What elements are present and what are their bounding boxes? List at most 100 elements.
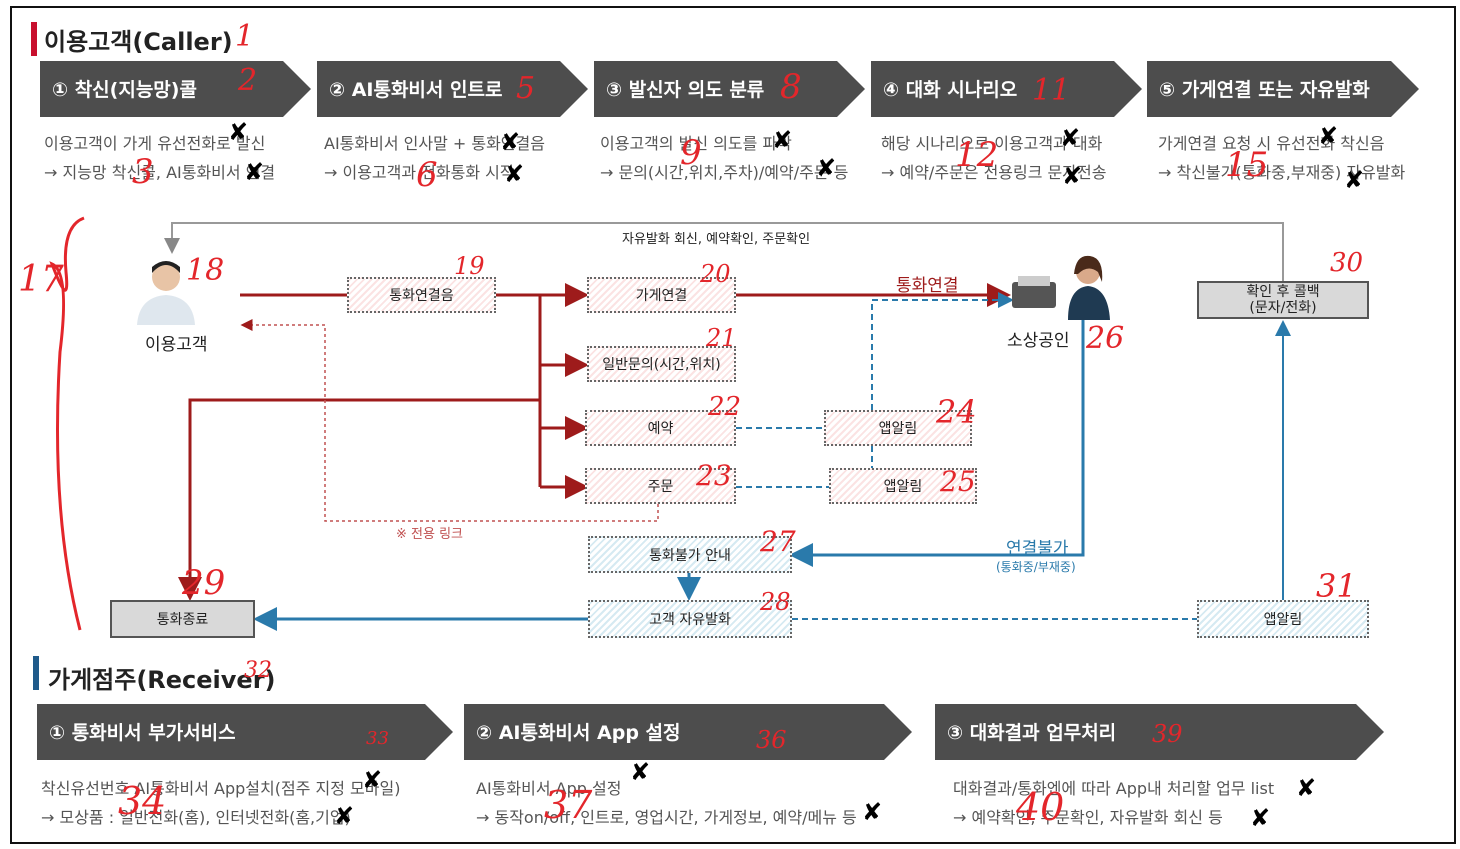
app-alert-2-label: 앱알림 bbox=[883, 479, 923, 495]
receiver-step-2-desc: AI통화비서 App 설정 → 동작on/off, 인트로, 영업시간, 가게정보… bbox=[476, 774, 857, 832]
caller-step-4-desc: 해당 시나리오로 이용고객과 대화→ 예약/주문은 전용링크 문자전송 bbox=[881, 129, 1106, 187]
caller-section-title: 이용고객(Caller) bbox=[44, 28, 233, 56]
receiver-step-3: ③ 대화결과 업무처리 bbox=[935, 704, 1384, 760]
caller-step-2-line2: → 이용고객과 전화통화 시작 bbox=[324, 163, 515, 182]
cross-mark-icon: ✘ bbox=[630, 758, 651, 786]
annotation-32: 32 bbox=[244, 658, 272, 683]
annotation-6: 6 bbox=[416, 155, 438, 195]
caller-step-3-desc: 이용고객의 발신 의도를 파악→ 문의(시간,위치,주차)/예약/주문 등 bbox=[600, 129, 848, 187]
cross-mark-icon: ✘ bbox=[362, 766, 383, 794]
store-connect-label: 가게연결 bbox=[635, 288, 688, 304]
receiver-step-2: ② AI통화비서 App 설정 bbox=[464, 704, 912, 760]
receiver-step-1: ① 통화비서 부가서비스 bbox=[37, 704, 453, 760]
annotation-3: 3 bbox=[132, 152, 154, 192]
cross-mark-icon: ✘ bbox=[244, 158, 265, 186]
cross-mark-icon: ✘ bbox=[816, 154, 837, 182]
caller-step-5-line2: → 착신불가(통화중,부재중) 자유발화 bbox=[1158, 163, 1406, 182]
receiver-step-3-line2: → 예약확인, 주문확인, 자유발화 회신 등 bbox=[953, 808, 1223, 827]
annotation-15: 15 bbox=[1225, 145, 1269, 185]
cross-mark-icon: ✘ bbox=[228, 118, 249, 146]
receiver-step-1-desc: 착신유선번호 AI통화비서 App설치(점주 지정 모바일)→ 모상품 : 일반… bbox=[41, 774, 400, 832]
ringback-box: 통화연결음 bbox=[347, 277, 496, 313]
cross-mark-icon: ✘ bbox=[334, 802, 355, 830]
left-brace-annotation bbox=[40, 212, 92, 636]
general-inquiry-box: 일반문의(시간,위치) bbox=[587, 346, 736, 382]
app-alert-box-3: 앱알림 bbox=[1197, 600, 1369, 638]
cross-mark-icon: ✘ bbox=[504, 160, 525, 188]
annotation-5: 5 bbox=[516, 71, 536, 106]
caller-step-4-line2: → 예약/주문은 전용링크 문자전송 bbox=[881, 163, 1107, 182]
caller-step-1-desc: 이용고객이 가게 유선전화로 발신→ 지능망 착신콜, AI통화비서 연결 bbox=[44, 129, 275, 187]
annotation-11: 11 bbox=[1032, 73, 1071, 108]
receiver-step-3-label: ③ 대화결과 업무처리 bbox=[947, 722, 1117, 744]
cross-mark-icon: ✘ bbox=[1318, 122, 1339, 150]
unavailable-box: 통화불가 안내 bbox=[588, 536, 792, 573]
cross-mark-icon: ✘ bbox=[1250, 804, 1271, 832]
annotation-33: 33 bbox=[366, 728, 389, 749]
app-alert-box-2: 앱알림 bbox=[829, 468, 977, 504]
annotation-22: 22 bbox=[708, 392, 742, 422]
general-inquiry-label: 일반문의(시간,위치) bbox=[602, 357, 721, 373]
app-alert-3-label: 앱알림 bbox=[1263, 612, 1303, 628]
annotation-23: 23 bbox=[696, 459, 732, 492]
end-call-box: 통화종료 bbox=[110, 600, 255, 638]
shop-owner-icon bbox=[1008, 252, 1116, 320]
annotation-40: 40 bbox=[1016, 785, 1065, 829]
cross-mark-icon: ✘ bbox=[862, 798, 883, 826]
caller-step-2-label: ② AI통화비서 인트로 bbox=[329, 79, 503, 101]
annotation-34: 34 bbox=[118, 779, 167, 823]
unavailable-label: 통화불가 안내 bbox=[649, 547, 731, 564]
cross-mark-icon: ✘ bbox=[1296, 774, 1317, 802]
annotation-39: 39 bbox=[1152, 720, 1183, 748]
app-alert-1-label: 앱알림 bbox=[878, 421, 918, 437]
order-label: 주문 bbox=[647, 479, 674, 495]
callback-box: 확인 후 콜백(문자/전화) bbox=[1197, 281, 1369, 319]
annotation-37: 37 bbox=[544, 783, 593, 827]
annotation-19: 19 bbox=[454, 252, 485, 280]
annotation-21: 21 bbox=[706, 324, 737, 352]
caller-node-label: 이용고객 bbox=[145, 335, 208, 355]
free-speech-label: 고객 자유발화 bbox=[649, 612, 731, 628]
annotation-28: 28 bbox=[760, 588, 791, 616]
not-connected-label: 연결불가 bbox=[1006, 539, 1069, 559]
caller-step-4: ④ 대화 시나리오 bbox=[871, 61, 1142, 117]
receiver-step-2-line2: → 동작on/off, 인트로, 영업시간, 가게정보, 예약/메뉴 등 bbox=[476, 808, 857, 827]
annotation-27: 27 bbox=[760, 525, 796, 558]
reservation-label: 예약 bbox=[647, 421, 674, 437]
owner-node-label: 소상공인 bbox=[1007, 331, 1070, 351]
caller-step-5-desc: 가게연결 요청 시 유선전화 착신음 → 착신불가(통화중,부재중) 자유발화 bbox=[1158, 129, 1405, 187]
caller-step-3-line1: 이용고객의 발신 의도를 파악 bbox=[600, 134, 792, 153]
caller-step-2: ② AI통화비서 인트로 bbox=[317, 61, 588, 117]
cross-mark-icon: ✘ bbox=[1344, 166, 1365, 194]
annotation-12: 12 bbox=[955, 135, 999, 175]
caller-step-1-label: ① 착신(지능망)콜 bbox=[52, 79, 197, 101]
annotation-2: 2 bbox=[238, 63, 258, 98]
annotation-20: 20 bbox=[700, 260, 731, 288]
caller-step-5-line1: 가게연결 요청 시 유선전화 착신음 bbox=[1158, 134, 1385, 153]
cross-mark-icon: ✘ bbox=[772, 126, 793, 154]
annotation-29: 29 bbox=[182, 563, 226, 603]
annotation-24: 24 bbox=[936, 393, 977, 431]
call-connect-label: 통화연결 bbox=[896, 276, 959, 296]
receiver-step-1-line1: 착신유선번호 AI통화비서 App설치(점주 지정 모바일) bbox=[41, 779, 401, 798]
receiver-section-bar bbox=[33, 656, 39, 690]
receiver-step-1-label: ① 통화비서 부가서비스 bbox=[49, 722, 236, 744]
annotation-17: 17 bbox=[18, 259, 64, 300]
end-call-label: 통화종료 bbox=[156, 612, 209, 628]
caller-step-1-line2: → 지능망 착신콜, AI통화비서 연결 bbox=[44, 163, 276, 182]
caller-step-3: ③ 발신자 의도 분류 bbox=[594, 61, 865, 117]
annotation-26: 26 bbox=[1086, 321, 1125, 356]
document-frame bbox=[10, 6, 1456, 844]
caller-avatar-icon bbox=[133, 255, 199, 325]
caller-step-5: ⑤ 가게연결 또는 자유발화 bbox=[1147, 61, 1419, 117]
caller-step-3-label: ③ 발신자 의도 분류 bbox=[606, 79, 765, 101]
caller-step-2-line1: AI통화비서 인사말 + 통화연결음 bbox=[324, 134, 545, 153]
caller-step-1: ① 착신(지능망)콜 bbox=[40, 61, 311, 117]
caller-step-5-label: ⑤ 가게연결 또는 자유발화 bbox=[1159, 79, 1370, 101]
caller-step-2-desc: AI통화비서 인사말 + 통화연결음 → 이용고객과 전화통화 시작 bbox=[324, 129, 545, 187]
not-connected-sub-label: (통화중/부재중) bbox=[996, 560, 1076, 574]
ringback-label: 통화연결음 bbox=[389, 288, 454, 304]
receiver-step-2-line1: AI통화비서 App 설정 bbox=[476, 779, 622, 798]
cross-mark-icon: ✘ bbox=[1060, 124, 1081, 152]
